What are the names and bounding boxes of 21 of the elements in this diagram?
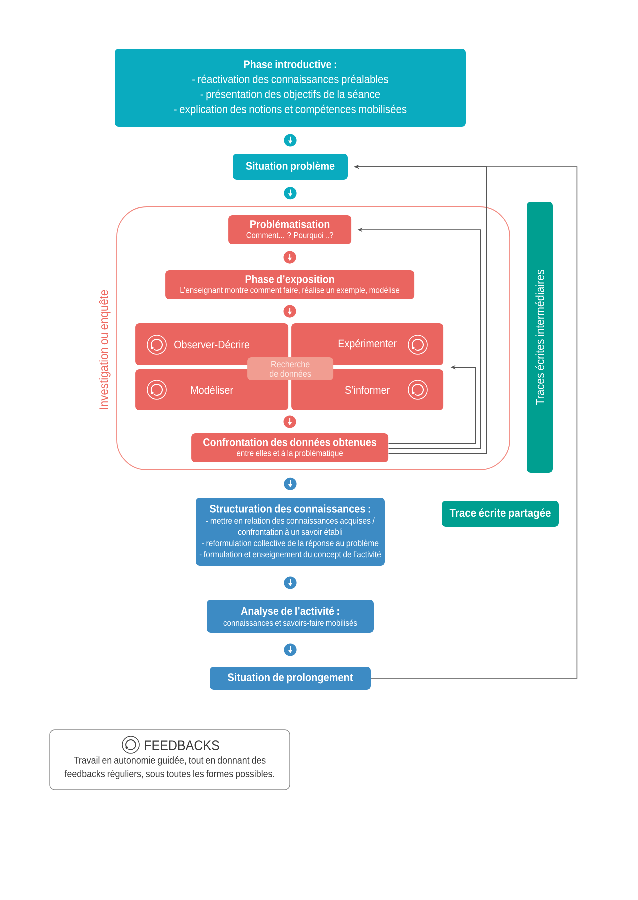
arrow-badge <box>284 644 297 656</box>
note-box: FEEDBACKS Travail en autonomie guidée, tout en donnant des feedbacks réguliers, sous toutes les formes possibles. <box>50 730 290 790</box>
step-box: Phase introductive : - réactivation des connaissances préalables - présentation des objectifs de la séance - explication des notions et compétences mobilisées <box>115 49 466 127</box>
vertical-band: Traces écrites intermédiaires <box>527 202 553 473</box>
step-box: Situation problème <box>233 154 348 180</box>
arrow-badge <box>284 134 297 147</box>
step-box: Phase d’exposition L’enseignant montre comment faire, réalise un exemple, modélise <box>166 270 415 300</box>
node-label: Investigation ou enquête <box>99 290 111 410</box>
step-box: Confrontation des données obtenues entre elles et à la problématique <box>192 434 389 463</box>
arrow-badge <box>284 187 297 200</box>
step-box: Trace écrite partagée <box>442 501 559 527</box>
arrow-badge <box>284 478 297 490</box>
arrow-badge <box>284 305 296 318</box>
step-box: Structuration des connaissances : - mettre en relation des connaissances acquises / confrontation à un savoir établi - reformulation collective de la réponse au problème - formulation et enseignement du concept de l’activité <box>196 498 385 566</box>
step-box: Analyse de l’activité : connaissances et savoirs-faire mobilisés <box>207 600 374 633</box>
arrow-badge <box>284 251 296 264</box>
step-box: Situation de prolongement <box>210 667 371 690</box>
step-box: Problématisation Comment... ? Pourquoi ..? <box>228 216 352 245</box>
label-box: Recherche de données <box>248 358 334 381</box>
arrow-badge <box>284 416 296 428</box>
arrow-badge <box>284 576 297 590</box>
